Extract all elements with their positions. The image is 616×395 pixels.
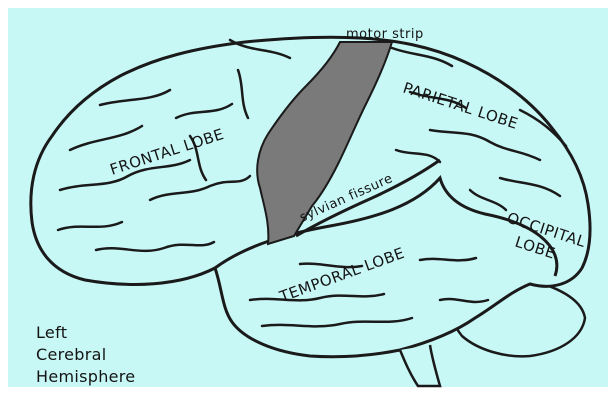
caption-line-1: Left <box>36 323 67 342</box>
caption-line-3: Hemisphere <box>36 367 135 386</box>
motor-strip-label: motor strip <box>346 27 424 42</box>
caption-line-2: Cerebral <box>36 345 106 364</box>
